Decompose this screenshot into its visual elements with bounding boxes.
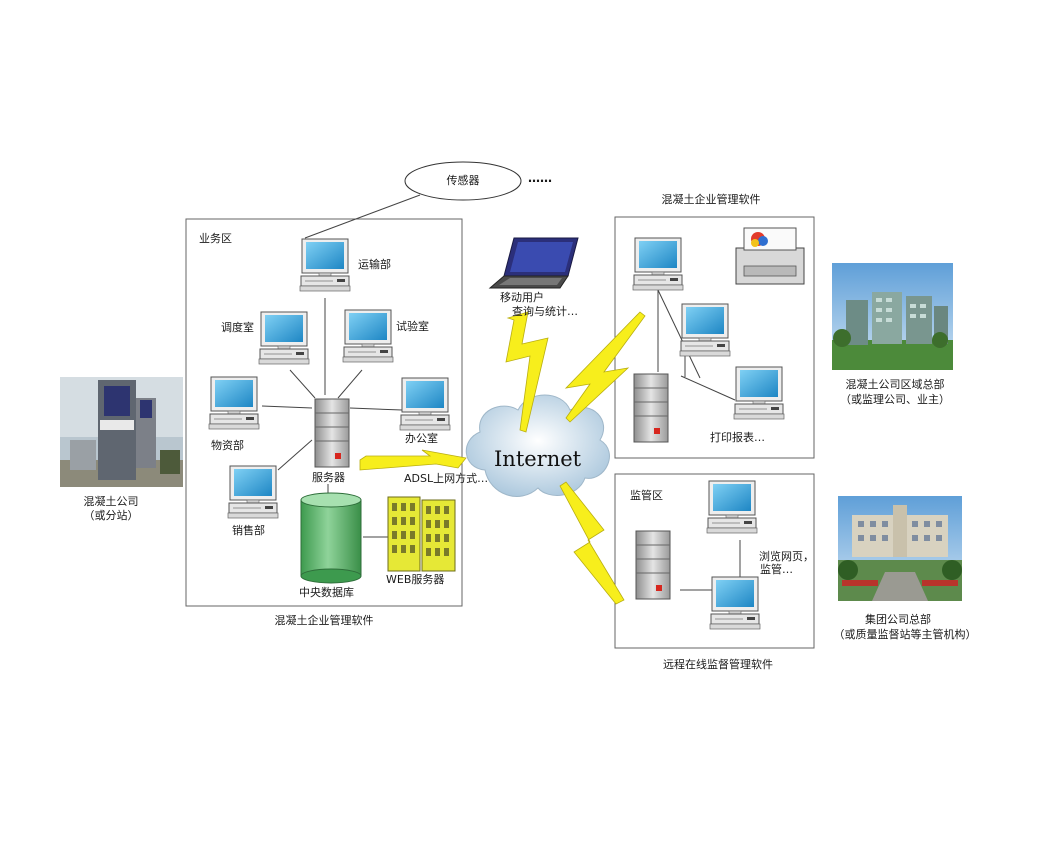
transport-computer	[299, 238, 351, 292]
regional-computer-3	[733, 366, 785, 420]
sensor-ellipse	[404, 161, 522, 201]
lab-label: 试验室	[396, 320, 429, 333]
business-zone-box	[185, 218, 463, 607]
internet-cloud	[465, 394, 610, 497]
internet-label: Internet	[494, 447, 582, 471]
transport-label: 运输部	[358, 258, 391, 271]
sales-label: 销售部	[232, 524, 265, 537]
supervision-zone-box	[614, 473, 815, 649]
regional-top-caption: 混凝土企业管理软件	[661, 193, 761, 206]
office-computer	[399, 377, 451, 431]
mobile-label-line2: 查询与统计…	[512, 305, 578, 318]
web-server-building-icon	[387, 496, 456, 572]
regional-computer-1	[632, 237, 684, 291]
supervision-server-tower	[635, 530, 671, 600]
business-zone-caption: 混凝土企业管理软件	[274, 614, 374, 627]
central-db-label: 中央数据库	[299, 586, 354, 599]
sales-computer	[227, 465, 279, 519]
mobile-label-line1: 移动用户	[500, 291, 544, 304]
materials-computer	[208, 376, 260, 430]
browse-label-line2: 监管…	[760, 563, 793, 576]
ellipsis-label: ……	[528, 171, 552, 185]
group-hq-photo	[838, 496, 962, 601]
materials-label: 物资部	[211, 439, 244, 452]
plant-label-line1: 混凝土公司	[83, 495, 139, 508]
regional-hq-label-line2: （或监理公司、业主）	[840, 393, 950, 406]
regional-hq-photo	[832, 263, 953, 370]
group-hq-label-line2: （或质量监督站等主管机构）	[833, 628, 977, 641]
regional-hq-label-line1: 混凝土公司区域总部	[845, 378, 945, 391]
print-label: 打印报表…	[710, 431, 765, 444]
sensor-label: 传感器	[446, 174, 480, 187]
regional-server-tower	[633, 373, 669, 443]
server-label: 服务器	[312, 471, 345, 484]
dispatch-label: 调度室	[221, 321, 254, 334]
wireless-link-bolts	[359, 311, 646, 605]
group-hq-label-line1: 集团公司总部	[865, 613, 931, 626]
browse-label-line1: 浏览网页，	[759, 550, 814, 563]
supervision-computer-1	[706, 480, 758, 534]
adsl-label: ADSL上网方式…	[404, 472, 489, 485]
dispatch-computer	[258, 311, 310, 365]
plant-label-line2: （或分站）	[83, 509, 139, 522]
supervision-computer-2	[709, 576, 761, 630]
server-tower	[314, 398, 350, 468]
printer-icon	[735, 227, 805, 285]
office-label: 办公室	[405, 432, 438, 445]
regional-computer-2	[679, 303, 731, 357]
network-lines	[261, 194, 741, 591]
concrete-plant-photo	[60, 377, 183, 487]
web-server-label: WEB服务器	[386, 573, 445, 586]
supervision-caption: 远程在线监督管理软件	[663, 658, 773, 671]
database-icon	[300, 492, 362, 584]
supervision-zone-title: 监管区	[630, 489, 663, 502]
business-zone-title: 业务区	[199, 232, 232, 245]
laptop-icon	[488, 237, 579, 289]
lab-computer	[342, 309, 394, 363]
